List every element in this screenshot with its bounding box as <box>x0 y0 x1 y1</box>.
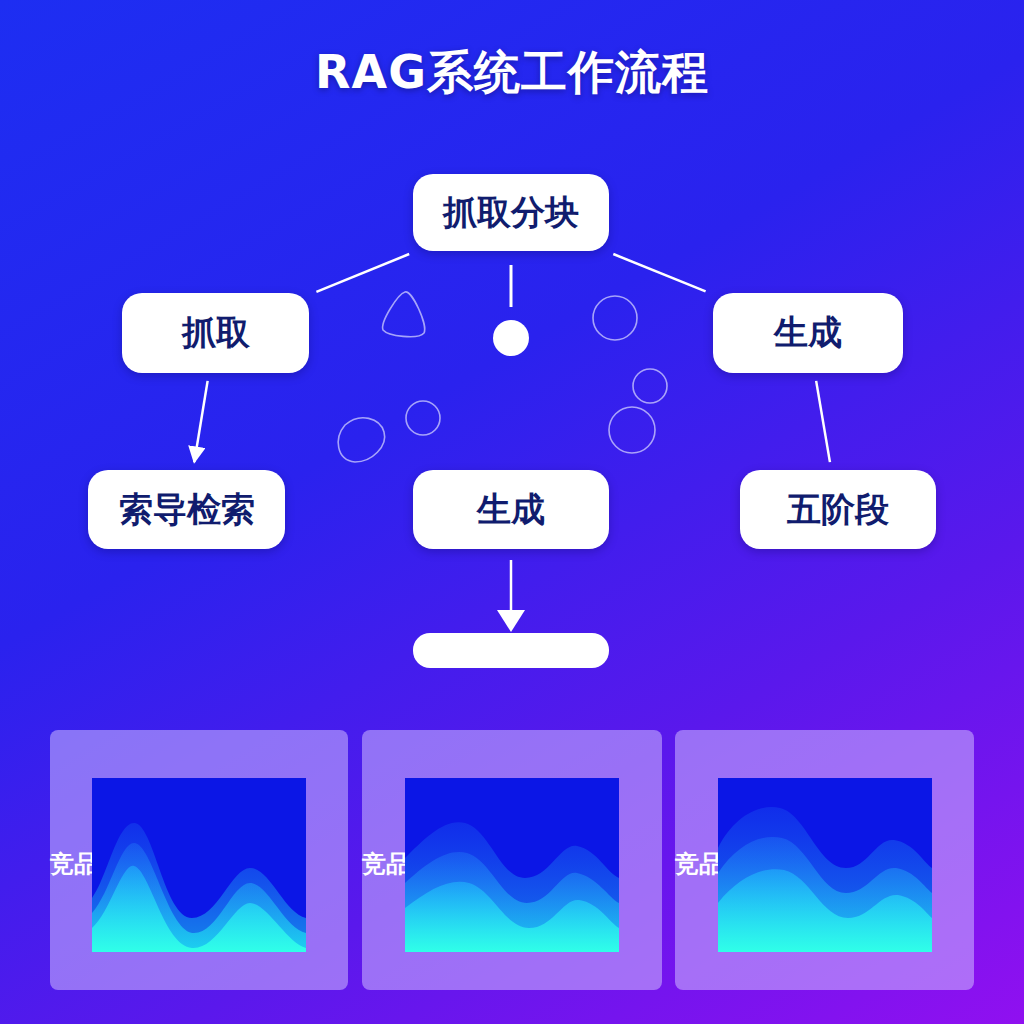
panel-heading: 竞品语制密度 <box>675 848 819 880</box>
panel-heading: 竞品语制密度 <box>50 848 194 880</box>
box-label: 抓取 <box>182 310 250 356</box>
wave-chart <box>718 778 932 952</box>
connector-line <box>816 381 830 462</box>
center-dot <box>493 320 529 356</box>
process-box: 抓取 <box>122 293 309 373</box>
process-box: 生成 <box>413 470 609 549</box>
empty-bar <box>413 633 609 668</box>
wave-chart <box>92 778 306 952</box>
connector-line <box>316 254 409 292</box>
floating-shapes <box>338 292 667 462</box>
box-label: 五阶段 <box>787 487 889 533</box>
process-box: 五阶段 <box>740 470 936 549</box>
leader-line <box>510 560 513 612</box>
diagram-title: RAG系统工作流程 <box>0 42 1024 104</box>
connector-line <box>613 254 705 291</box>
process-box: 生成 <box>713 293 903 373</box>
chart-panel: 竞品语制密度 <box>675 730 974 990</box>
panel-heading: 竞品语制密度 <box>362 848 506 880</box>
connector-arrow <box>194 381 207 462</box>
process-box: 索导检索 <box>88 470 285 549</box>
box-label: 索导检索 <box>119 487 255 533</box>
box-label: 生成 <box>774 310 842 356</box>
chart-panel: 竞品语制密度 <box>50 730 348 990</box>
wave-chart <box>405 778 619 952</box>
arrow-head <box>497 610 525 632</box>
stem-line <box>510 265 513 307</box>
process-box: 抓取分块 <box>413 174 609 251</box>
box-label: 生成 <box>477 487 545 533</box>
chart-panel: 竞品语制密度 <box>362 730 662 990</box>
box-label: 抓取分块 <box>443 190 579 236</box>
